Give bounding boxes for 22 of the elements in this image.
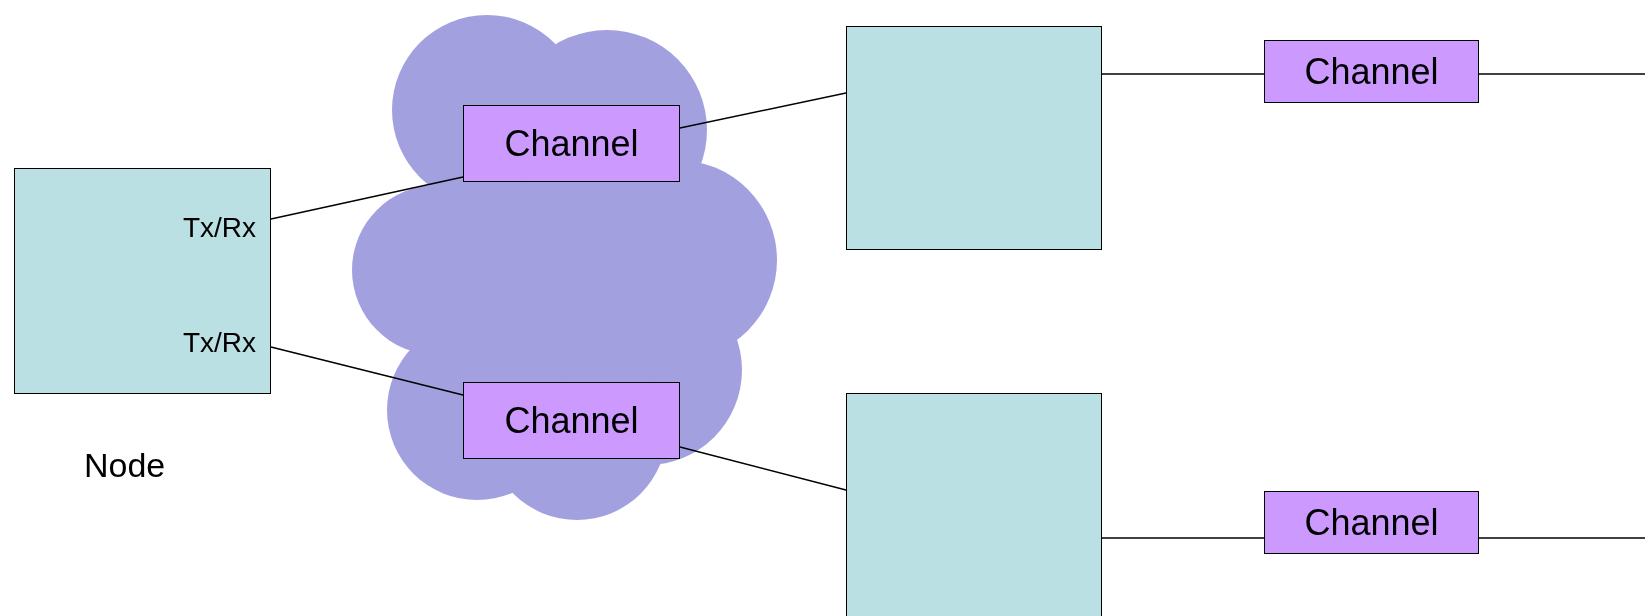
connector-line (1478, 537, 1646, 539)
empty-box (846, 393, 1102, 616)
port-label: Tx/Rx (182, 214, 256, 242)
channel-label: Channel (1304, 49, 1439, 94)
channel-label: Channel (504, 398, 639, 443)
channel-label: Channel (1304, 500, 1439, 545)
connector-line (1101, 73, 1265, 75)
connector-line (679, 92, 847, 129)
channel-box (1264, 491, 1479, 554)
connector-line (1101, 537, 1265, 539)
connector-line (270, 346, 464, 396)
connector-line (1478, 73, 1646, 75)
connector-line (270, 176, 464, 220)
node-caption: Node (84, 448, 166, 482)
channel-box (463, 105, 680, 182)
empty-box (846, 26, 1102, 250)
channel-label: Channel (504, 121, 639, 166)
channel-box (1264, 40, 1479, 103)
node-box (14, 168, 271, 394)
port-label: Tx/Rx (182, 329, 256, 357)
connector-line (679, 446, 847, 491)
channel-box (463, 382, 680, 459)
